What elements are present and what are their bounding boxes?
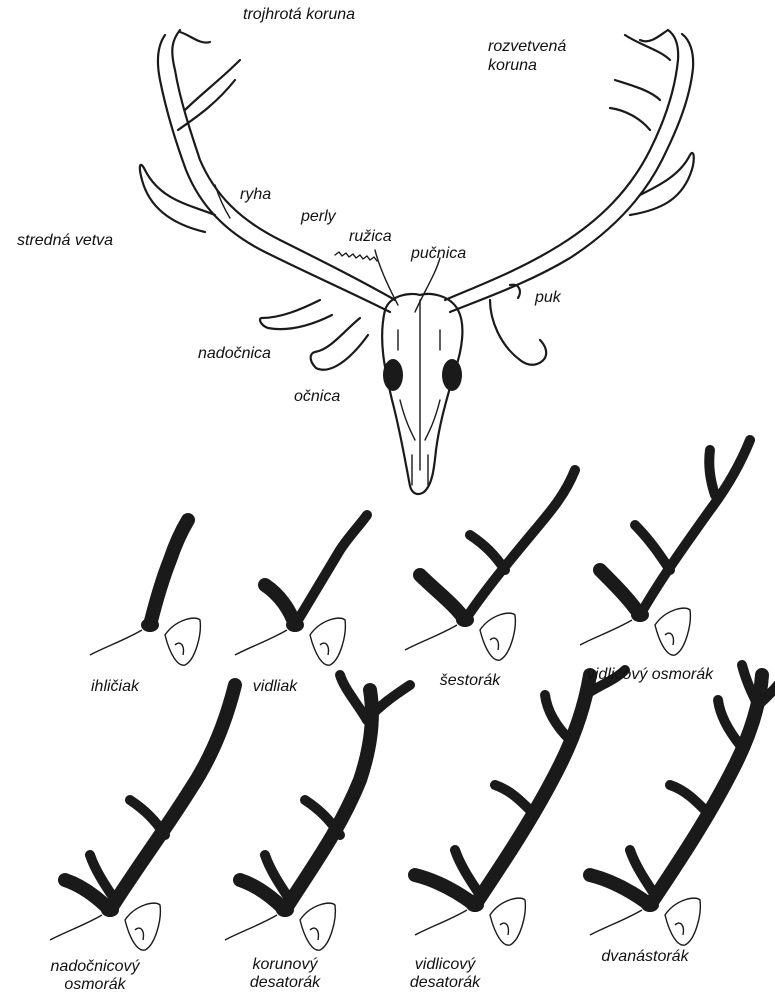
antler-tine: [718, 700, 740, 745]
label-stredna-vetva: stredná vetva: [17, 232, 113, 250]
stage-silhouette-sestorak: [405, 470, 575, 660]
caption-stage-7-line1: vidlicový: [380, 956, 510, 974]
left-crown-tine-1: [180, 32, 210, 43]
skull-brow-detail: [398, 330, 440, 350]
right-beam-inner: [450, 34, 693, 312]
label-puk: puk: [535, 289, 561, 307]
label-nadocnica: nadočnica: [198, 345, 271, 363]
head-outline: [90, 630, 142, 655]
label-ruzica: ružica: [349, 228, 392, 246]
leader-ruzica: [375, 250, 398, 305]
head-outline: [235, 630, 287, 655]
antler-tine: [650, 675, 762, 905]
caption-stage-1: ihličiak: [70, 678, 160, 696]
left-bez-tine: [311, 318, 368, 370]
label-ryha: ryha: [240, 186, 271, 204]
ear-outline: [300, 903, 335, 950]
label-pucnica: pučnica: [411, 245, 466, 263]
antler-tine: [130, 800, 165, 835]
right-crown-tine-4: [610, 108, 650, 130]
caption-stage-3: šestorák: [415, 672, 525, 690]
head-outline: [405, 625, 457, 650]
antler-tine: [420, 575, 465, 620]
ear-outline: [125, 903, 160, 950]
head-outline: [225, 915, 277, 940]
caption-stage-5-line2: osmorák: [30, 976, 160, 994]
caption-stage-8: dvanástorák: [575, 948, 715, 966]
antler-tine: [709, 450, 715, 495]
antler-tine: [670, 785, 710, 815]
antler-tine: [295, 515, 367, 625]
antler-tine: [475, 675, 590, 905]
stage-silhouette-ihliciak: [90, 520, 200, 665]
skull-outline: [382, 294, 462, 494]
ear-outline: [165, 618, 200, 665]
label-perly: perly: [301, 208, 336, 226]
caption-stage-5-line1: nadočnicový: [30, 958, 160, 976]
ear-outline: [655, 608, 690, 655]
antler-tine: [150, 520, 188, 625]
label-ocnica: očnica: [294, 388, 340, 406]
ear-outline: [665, 898, 700, 945]
label-rozvetvena-koruna-line2: koruna: [488, 57, 537, 75]
caption-stage-6-line1: korunový: [220, 956, 350, 974]
right-crown-tine-2: [625, 35, 670, 60]
head-outline: [415, 910, 467, 935]
caption-stage-6-line2: desatorák: [220, 974, 350, 992]
left-perly-pearling: [335, 252, 377, 261]
antler-tine: [470, 535, 505, 570]
stage-silhouette-vidliak: [235, 515, 367, 665]
head-outline: [590, 910, 642, 935]
caption-stage-2: vidliak: [230, 678, 320, 696]
ear-outline: [490, 898, 525, 945]
head-outline: [580, 620, 632, 645]
left-brow-tine: [260, 300, 332, 329]
stage-silhouette-dvanastorak: [590, 665, 775, 945]
antler-tine: [635, 525, 670, 570]
right-eye-socket: [442, 359, 462, 391]
antler-tine: [265, 585, 295, 625]
left-beam-outer: [172, 30, 395, 300]
antler-tine: [285, 690, 372, 910]
right-beam-outer: [445, 30, 678, 300]
right-crown-tine-1: [640, 30, 668, 41]
caption-stage-4: vidlicový osmorák: [560, 666, 740, 684]
left-beam-inner: [158, 35, 390, 312]
right-brow-tine: [490, 300, 546, 365]
head-outline: [50, 915, 102, 940]
antler-tine: [640, 440, 750, 615]
left-middle-tine: [140, 165, 215, 232]
antler-tine: [600, 570, 640, 615]
ear-outline: [310, 618, 345, 665]
stage-silhouette-vidlicovy-osmorak: [580, 440, 750, 655]
left-crown-tine-3: [178, 80, 235, 130]
stage-silhouette-nadocnicovy-osmorak: [50, 685, 235, 950]
right-crown-tine-3: [615, 80, 660, 100]
caption-stage-7-line2: desatorák: [380, 974, 510, 992]
label-rozvetvena-koruna-line1: rozvetvená: [488, 38, 566, 56]
ear-outline: [480, 613, 515, 660]
label-trojhrota-koruna: trojhrotá koruna: [243, 6, 355, 24]
antler-tine: [495, 785, 535, 815]
antler-tine: [340, 675, 367, 720]
left-eye-socket: [383, 359, 403, 391]
stage-silhouette-vidlicovy-desatorak: [415, 670, 625, 945]
leader-pucnica: [415, 258, 440, 312]
antler-tine: [545, 695, 570, 740]
stage-silhouette-korunovy-desatorak: [225, 675, 410, 950]
